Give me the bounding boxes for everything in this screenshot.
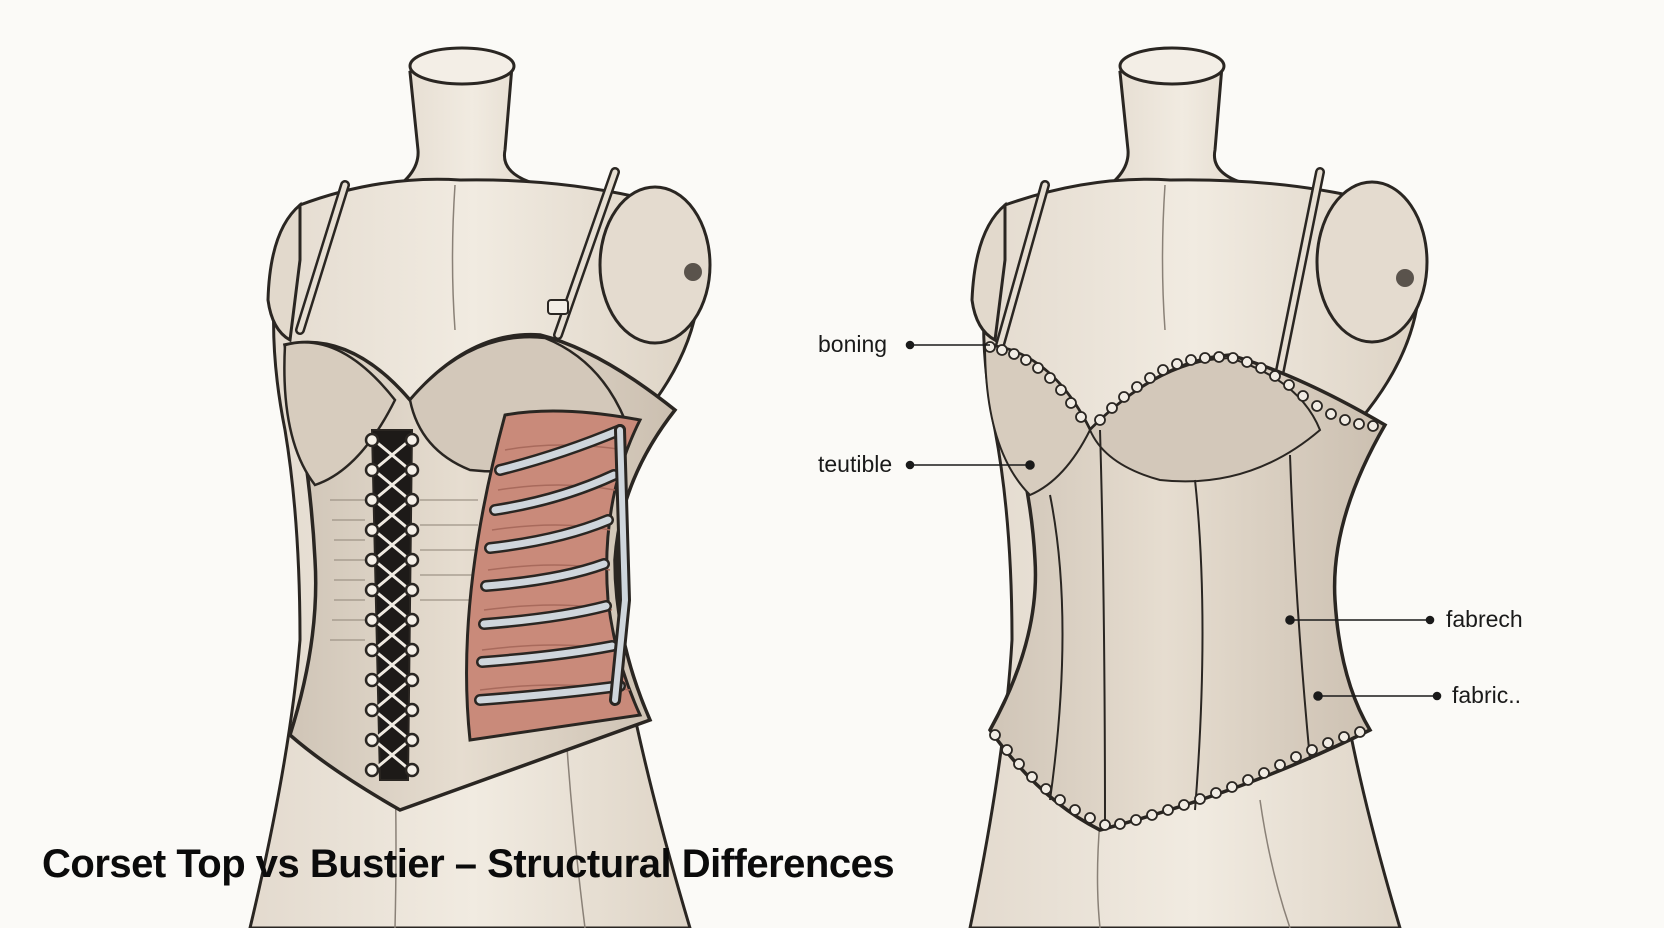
leader-teutible (905, 460, 1035, 470)
corset-straps (295, 167, 620, 340)
diagram-caption: Corset Top vs Bustier – Structural Diffe… (42, 842, 895, 886)
corset-front-lacing (364, 429, 420, 781)
leader-fabrech (1285, 615, 1435, 625)
bustier-lace-trim (984, 341, 1379, 432)
bustier-body (982, 341, 1388, 832)
corset-side-boning-panel (465, 409, 643, 742)
steel-bones (474, 424, 632, 706)
callout-boning: boning (818, 331, 888, 357)
callout-fabric: fabric.. (1452, 682, 1522, 708)
callout-leaders (905, 340, 1442, 701)
bustier-hem-trim (989, 726, 1366, 831)
leader-boning (905, 340, 990, 350)
callout-teutible: teutible (818, 451, 893, 477)
callout-fabrech: fabrech (1446, 606, 1523, 632)
bustier-straps (995, 167, 1325, 400)
leader-fabric (1313, 691, 1442, 701)
